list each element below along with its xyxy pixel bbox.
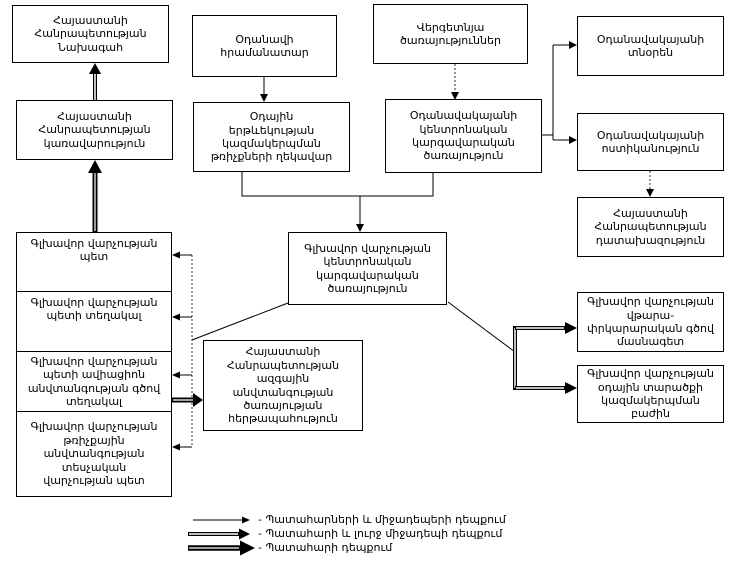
arrow-commander-to-atc [260,77,268,102]
box-airport-central-dispatch: Օդանավակայանի կենտրոնական կարգավարական ծ… [385,99,542,173]
box-main-dept-head-label: Գլխավոր վարչության պետ [30,237,158,264]
legend-arrow-thin [193,516,250,524]
box-ground-services-label: Վերգետնյա ծառայություններ [400,20,501,47]
arrow-government-to-president [89,63,101,100]
box-ground-services: Վերգետնյա ծառայություններ [373,4,528,64]
box-airport-central-dispatch-label: Օդանավակայանի կենտրոնական կարգավարական ծ… [409,109,518,163]
box-main-dept-deputy-label: Գլխավոր վարչության պետի տեղակալ [30,296,158,323]
arrow-maindept-to-government [88,160,102,232]
box-airport-police: Օդանավակայանի ոստիկանություն [577,113,724,171]
arrow-merge-to-central-dispatch [241,172,434,232]
box-government-label: Հայաստանի Հանրապետության կառավարություն [38,109,151,150]
box-rescue-specialist: Գլխավոր վարչության վթարա- փրկարարական գծ… [577,292,724,352]
arrow-police-to-prosecutor [646,171,654,197]
box-atc-flights-head-label: Օդային երթևեկության կազմակերպման թռիչքնե… [210,110,333,164]
box-airport-director: Օդանավակայանի տնօրեն [577,16,724,76]
box-atc-flights-head: Օդային երթևեկության կազմակերպման թռիչքնե… [193,102,350,172]
legend-item-accident: - Պատահարի դեպքում [258,541,393,554]
box-president: Հայաստանի Հանրապետության Նախագահ [12,5,169,63]
box-nss-duty-service-label: Հայաստանի Հանրապետության ազգային անվտանգ… [226,345,340,426]
box-main-dept-central-dispatch: Գլխավոր վարչության կենտրոնական կարգավարա… [288,232,447,305]
arrow-ground-to-dispatch [451,64,459,100]
box-airport-director-label: Օդանավակայանի տնօրեն [596,32,705,59]
legend-arrow-thick [188,540,255,556]
box-aircraft-commander-label: Օդանավի հրամանատար [220,32,309,59]
arrow-central-to-right-boxes [447,301,577,394]
box-airport-police-label: Օդանավակայանի ոստիկանություն [596,128,705,155]
box-rescue-specialist-label: Գլխավոր վարչության վթարա- փրկարարական գծ… [587,295,714,349]
arrow-deputy-to-nss [172,393,203,407]
box-government: Հայաստանի Հանրապետության կառավարություն [16,100,173,160]
box-main-dept-central-dispatch-label: Գլխավոր վարչության կենտրոնական կարգավարա… [304,241,431,295]
box-flight-safety-inspection-head: Գլխավոր վարչության թռիչքային անվտանգությ… [16,411,172,497]
arrow-central-to-left-stack [172,251,289,451]
box-aircraft-commander: Օդանավի հրամանատար [192,15,337,77]
box-president-label: Հայաստանի Հանրապետության Նախագահ [34,13,147,54]
box-main-dept-deputy: Գլխավոր վարչության պետի տեղակալ [16,291,172,352]
box-aviation-security-deputy-label: Գլխավոր վարչության պետի ավիացիոն անվտանգ… [27,354,161,408]
box-airspace-org-division-label: Գլխավոր վարչության օդային տարածքի կազմակ… [587,367,714,421]
legend-arrow-double [188,528,250,540]
legend-item-accidents-incidents: - Պատահարների և միջադեպերի դեպքում [258,513,506,526]
box-nss-duty-service: Հայաստանի Հանրապետության ազգային անվտանգ… [203,340,363,431]
box-prosecutor-office-label: Հայաստանի Հանրապետության դատախազություն [594,206,707,247]
box-airspace-org-division: Գլխավոր վարչության օդային տարածքի կազմակ… [577,365,724,423]
box-flight-safety-inspection-head-label: Գլխավոր վարչության թռիչքային անվտանգությ… [30,420,158,488]
box-aviation-security-deputy: Գլխավոր վարչության պետի ավիացիոն անվտանգ… [16,351,172,412]
arrow-dispatch-to-director-police [542,41,577,144]
box-main-dept-head: Գլխավոր վարչության պետ [16,232,172,292]
legend-item-accident-serious-incident: - Պատահարի և լուրջ միջադեպի դեպքում [258,527,503,540]
box-prosecutor-office: Հայաստանի Հանրապետության դատախազություն [577,197,724,257]
